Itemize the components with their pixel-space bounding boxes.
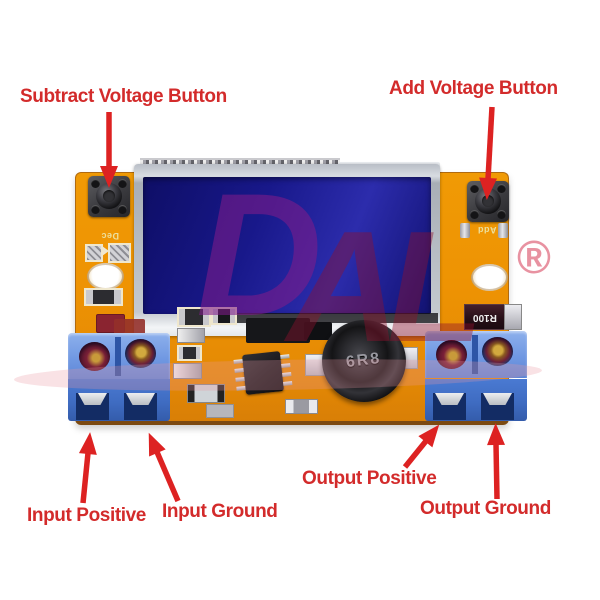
ic-pin	[280, 354, 290, 360]
ic-pin	[282, 372, 292, 377]
smd-capacitor	[498, 223, 508, 238]
wire-clamp	[125, 393, 156, 405]
smd-capacitor	[460, 223, 470, 238]
mounting-hole-left	[87, 263, 124, 290]
driver-chip	[246, 318, 310, 343]
smd-resistor	[177, 345, 202, 361]
regulator-ic	[233, 351, 293, 395]
label-input-ground: Input Ground	[162, 501, 278, 522]
button-corner-pin	[118, 179, 127, 188]
terminal-divider	[115, 337, 121, 376]
button-corner-pin	[91, 205, 100, 214]
button-corner-pin	[497, 184, 506, 193]
smd-resistor	[177, 307, 211, 327]
lcd-bottom-shadow	[200, 313, 438, 323]
add-voltage-button	[467, 181, 509, 222]
pcb-board: Dec Add R100	[68, 158, 527, 425]
smd-capacitor	[177, 328, 205, 343]
arrow-output-positive	[402, 424, 440, 469]
power-inductor: 6R8	[322, 320, 406, 402]
button-cap-top	[482, 195, 494, 207]
button-cap-top	[103, 190, 115, 202]
ic-pin	[235, 376, 245, 382]
label-output-positive: Output Positive	[302, 468, 437, 489]
button-corner-pin	[497, 210, 506, 219]
ic-pin	[236, 385, 246, 391]
wire-opening	[433, 393, 466, 420]
terminal-front-face	[68, 379, 170, 421]
button-corner-pin	[470, 210, 479, 219]
solder-pad	[108, 243, 131, 263]
arrow-add-button	[479, 106, 498, 200]
output-ground-terminal	[482, 337, 513, 366]
input-positive-terminal	[79, 342, 110, 371]
smd-resistor	[84, 288, 123, 306]
terminal-front-face	[425, 379, 527, 421]
label-add-voltage-button: Add Voltage Button	[389, 78, 558, 99]
silkscreen-dec: Dec	[101, 231, 120, 241]
terminal-top-face	[425, 331, 527, 378]
label-input-positive: Input Positive	[27, 505, 146, 526]
wire-opening	[76, 393, 109, 420]
label-subtract-voltage-button: Subtract Voltage Button	[20, 86, 227, 107]
smd-resistor	[211, 307, 237, 325]
arrow-output-ground	[487, 423, 506, 500]
smd-component	[285, 399, 318, 414]
wire-clamp	[482, 393, 513, 405]
button-corner-pin	[118, 205, 127, 214]
ic-pin	[283, 381, 293, 386]
sense-resistor-cap	[504, 304, 522, 330]
smd-diode	[187, 384, 225, 403]
input-ground-terminal	[125, 339, 156, 368]
wire-opening	[124, 393, 157, 420]
diode-silkscreen-icon	[102, 246, 109, 256]
ic-pin	[233, 359, 243, 364]
arrow-input-ground	[148, 432, 181, 503]
button-corner-pin	[470, 184, 479, 193]
sense-resistor-label: R100	[472, 311, 497, 323]
output-positive-terminal	[436, 340, 467, 369]
mounting-hole-right	[471, 264, 508, 291]
button-corner-pin	[91, 179, 100, 188]
button-cap	[475, 188, 501, 214]
terminal-top-face	[68, 333, 170, 380]
inductor-value-label: 6R8	[345, 349, 383, 372]
wire-clamp	[77, 393, 108, 405]
smd-component	[114, 319, 145, 335]
ic-pin	[281, 363, 291, 369]
ic-pin	[234, 368, 244, 373]
smd-capacitor	[173, 363, 202, 379]
capacitor-black	[304, 322, 332, 340]
terminal-divider	[472, 335, 478, 374]
arrow-input-positive	[78, 432, 97, 504]
wire-opening	[481, 393, 514, 420]
subtract-voltage-button	[88, 176, 130, 217]
button-cap	[96, 183, 122, 209]
wire-clamp	[434, 393, 465, 405]
smd-component	[206, 404, 234, 418]
input-terminal-block	[68, 333, 170, 421]
registered-trademark-icon: ®	[517, 231, 551, 283]
lcd-screen	[143, 177, 431, 314]
output-terminal-block	[425, 331, 527, 421]
sense-resistor: R100	[464, 304, 505, 330]
label-output-ground: Output Ground	[420, 498, 551, 519]
solder-pad	[85, 244, 103, 262]
